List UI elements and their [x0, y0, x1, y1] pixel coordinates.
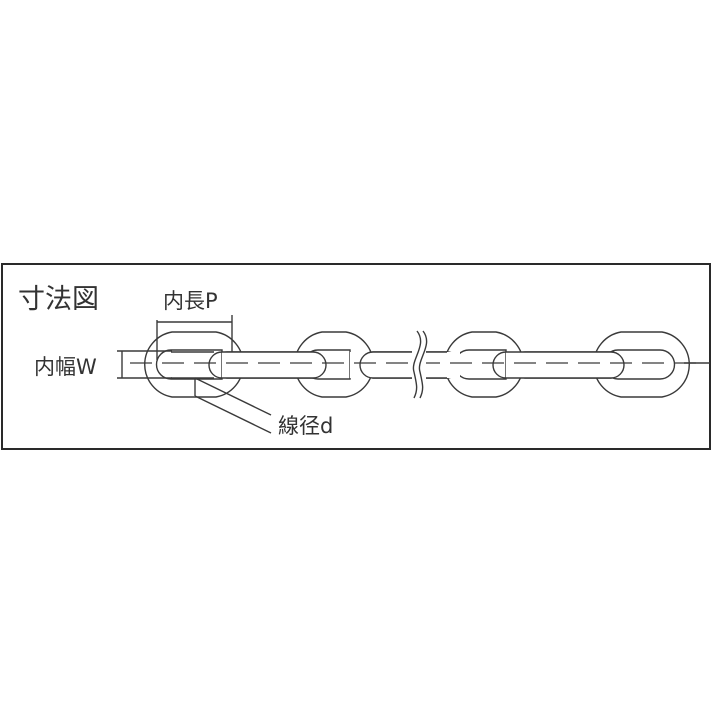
wire-diameter-label: 線径d [278, 414, 333, 438]
chain-link-face-3 [444, 331, 524, 398]
inner-width-dimension: 内幅W [34, 350, 172, 379]
wire-diameter-dimension: 線径d [194, 377, 333, 438]
inner-width-label: 内幅W [34, 355, 97, 379]
inner-length-label: 内長P [163, 289, 218, 313]
diagram-title: 寸法図 [18, 284, 99, 315]
chain-link-face-1 [144, 331, 244, 398]
inner-length-dimension: 内長P [156, 289, 233, 360]
break-symbol [412, 330, 428, 400]
